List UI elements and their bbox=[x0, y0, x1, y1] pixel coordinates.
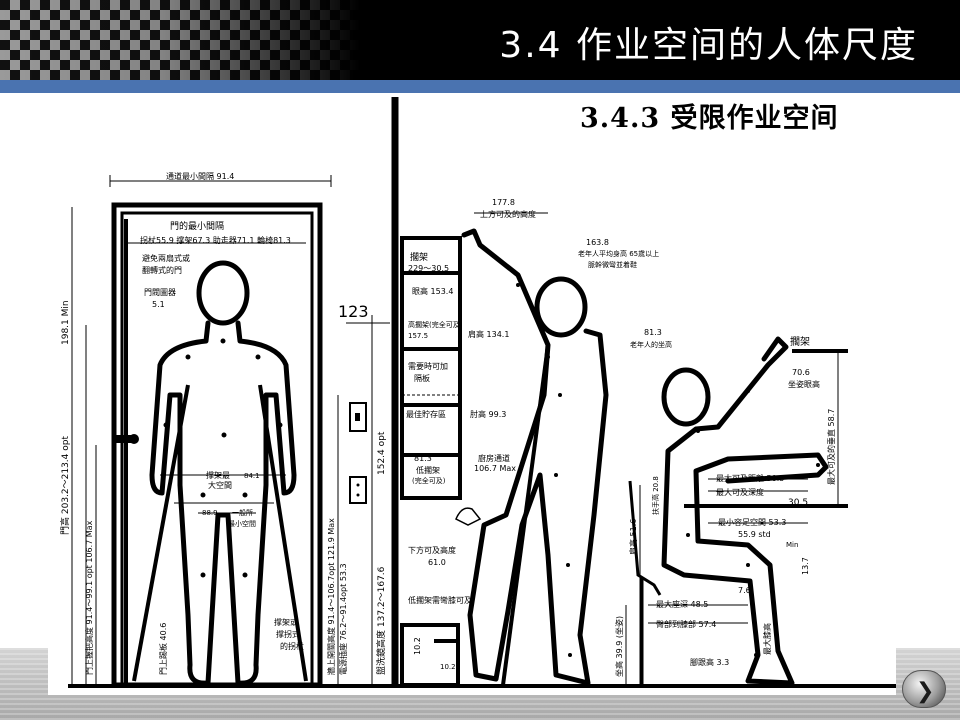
dimension-label-35: 81.3 bbox=[414, 454, 432, 463]
dimension-label-8: 門高 203.2～213.4 opt bbox=[59, 436, 71, 535]
dimension-label-25: 擱架 bbox=[410, 251, 428, 263]
section-subtitle: 3.4.3 受限作业空间 bbox=[580, 103, 839, 134]
dimension-label-54: 老年人的坐高 bbox=[630, 340, 672, 349]
dimension-label-15: 一般所 bbox=[232, 508, 253, 517]
dimension-label-18: 撑拐式 bbox=[276, 629, 300, 639]
dimension-label-42: 低擱架需彎膝可及 bbox=[408, 595, 472, 605]
dimension-label-19: 的拐杖 bbox=[280, 641, 304, 651]
door-min-label: 門的最小間隔 bbox=[170, 220, 224, 232]
dimension-label-26: 229～30.5 bbox=[408, 264, 449, 273]
dimension-label-6: 5.1 bbox=[152, 300, 165, 309]
dimension-label-31: 需要時可加 bbox=[408, 361, 448, 371]
dimension-label-14: 88.9 bbox=[202, 509, 218, 517]
corridor-label: 通道最小間隔 91.4 bbox=[166, 171, 234, 181]
accent-bar bbox=[0, 80, 960, 93]
dimension-label-28: 高擱架(完全可及) bbox=[408, 320, 463, 329]
dimension-label-32: 隔板 bbox=[414, 373, 430, 383]
dimension-label-3: 避免兩扇式或 bbox=[142, 253, 190, 263]
dimension-label-12: 大空間 bbox=[208, 480, 232, 490]
dimension-label-33: 最佳貯存區 bbox=[406, 409, 446, 419]
dimension-label-4: 翻轉式的門 bbox=[142, 265, 182, 275]
dimension-label-9: 門上握把高度 91.4～99.1 opt 106.7 Max bbox=[84, 520, 94, 675]
dimension-label-45: 177.8 bbox=[492, 198, 515, 207]
dimension-label-39: 106.7 Max bbox=[474, 464, 516, 473]
dimension-label-49: 脈幹微彎並着鞋 bbox=[588, 260, 637, 269]
dimension-label-57: 最大可及的垂直 58.7 bbox=[826, 409, 836, 485]
chevron-right-icon: ❯ bbox=[916, 679, 935, 704]
dimension-label-30: 肩高 134.1 bbox=[468, 329, 509, 339]
dimension-label-55: 70.6 bbox=[792, 368, 810, 377]
dimension-label-56: 坐姿眼高 bbox=[788, 379, 820, 389]
dimension-label-17: 撑架或 bbox=[274, 617, 298, 627]
dimension-label-43: 10.2 bbox=[413, 637, 422, 655]
dimension-label-60: 30.5 bbox=[788, 498, 808, 508]
dimension-label-36: 低擱架 bbox=[416, 465, 440, 475]
dimension-label-70: 最大膝高 bbox=[762, 623, 772, 655]
anthropometric-diagram: 通道最小間隔 91.4 門的最小間隔 拐杖55.9 撑架67.3 助走器71.1… bbox=[48, 95, 896, 695]
dimension-label-68: 臀部到膝部 57.4 bbox=[656, 619, 716, 629]
dimension-label-51: 坐高 39.9 (坐姿) bbox=[614, 616, 624, 677]
dimension-label-69: 腳跟高 3.3 bbox=[690, 657, 729, 667]
dimension-label-47: 163.8 bbox=[586, 238, 609, 247]
dimension-label-27: 眼高 153.4 bbox=[412, 286, 453, 296]
door-items-label: 拐杖55.9 撑架67.3 助走器71.1 輪椅81.3 bbox=[140, 235, 291, 245]
dimension-label-61: 最小容足空間 53.3 bbox=[718, 517, 786, 527]
switch-height-label: 123 bbox=[338, 302, 369, 321]
dimension-label-24: 盥洗鏡高度 137.2～167.6 bbox=[375, 566, 387, 675]
dimension-label-62: 55.9 std bbox=[738, 530, 771, 539]
dimension-label-46: 上方可及的高度 bbox=[480, 209, 536, 219]
slide-title: 3.4 作业空间的人体尺度 bbox=[499, 25, 918, 66]
dimension-label-5: 門閥圖器 bbox=[144, 288, 176, 297]
dimension-label-50: 肩高 51.6 bbox=[628, 519, 638, 555]
dimension-label-37: (完全可及) bbox=[412, 476, 446, 485]
dimension-label-29: 157.5 bbox=[408, 332, 428, 340]
dimension-label-16: 最小空間 bbox=[228, 519, 256, 528]
dimension-label-21: 牆上開關高度 91.4～106.7opt 121.9 Max bbox=[326, 518, 336, 675]
dimension-label-63: Min bbox=[786, 541, 798, 549]
dimension-label-10: 門上踢板 40.6 bbox=[158, 623, 168, 675]
dimension-label-7: 198.1 Min bbox=[61, 300, 71, 345]
dimension-label-40: 下方可及高度 bbox=[408, 545, 456, 555]
dimension-label-44: 10.2 bbox=[440, 663, 456, 671]
dimension-label-13: 84.1 bbox=[244, 472, 260, 480]
next-slide-button[interactable]: ❯ bbox=[902, 670, 946, 708]
slide-header: 3.4 作业空间的人体尺度 bbox=[0, 0, 960, 80]
dimension-label-48: 老年人平均身高 65歲以上 bbox=[578, 249, 659, 258]
dimension-label-67: 最大座深 48.5 bbox=[656, 599, 708, 609]
dimension-label-65: 扶手高 20.8 bbox=[651, 476, 660, 515]
dimension-label-58: 最大可及距離 50.5 bbox=[716, 473, 784, 483]
dimension-label-41: 61.0 bbox=[428, 558, 446, 567]
dimension-label-52: 擱架 bbox=[790, 335, 810, 348]
dimension-label-22: 電源插座 76.2～91.4opt 53.3 bbox=[338, 563, 348, 675]
dimension-label-53: 81.3 bbox=[644, 328, 662, 337]
dimension-label-66: 7.6 bbox=[738, 586, 751, 595]
dimension-label-34: 肘高 99.3 bbox=[470, 409, 506, 419]
dimension-label-59: 最大可及深度 bbox=[716, 487, 764, 497]
dimension-label-64: 13.7 bbox=[801, 557, 810, 575]
dimension-label-11: 撑架最 bbox=[206, 470, 230, 480]
dimension-label-38: 廚房通道 bbox=[478, 453, 510, 463]
dimension-label-23: 152.4 opt bbox=[377, 431, 387, 475]
